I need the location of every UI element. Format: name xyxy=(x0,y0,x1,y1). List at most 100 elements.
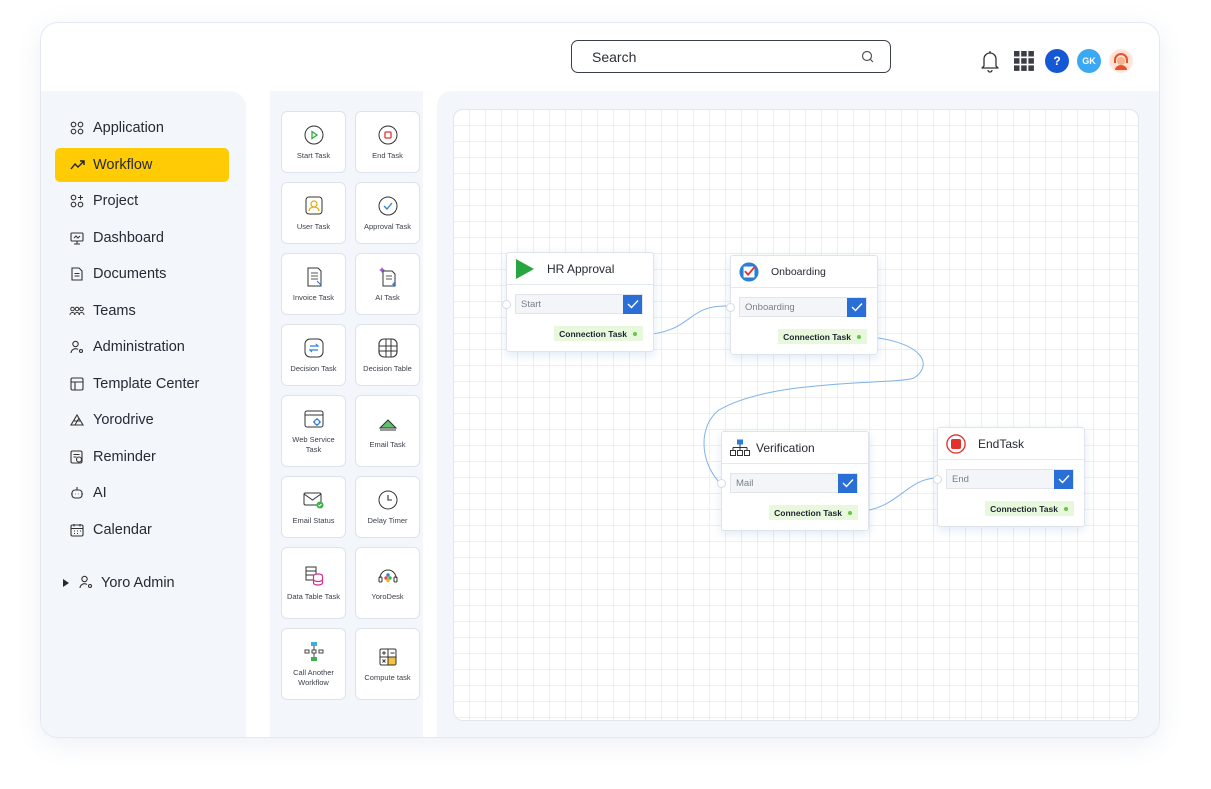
sidebar-item-label: Project xyxy=(93,193,139,209)
palette-tile-email-status[interactable]: Email Status xyxy=(281,476,346,538)
sidebar-item-label: Teams xyxy=(93,302,136,319)
node-select[interactable]: Onboarding xyxy=(739,297,867,317)
sidebar-item-yorodrive[interactable]: Yorodrive xyxy=(55,403,229,437)
template-icon xyxy=(69,376,85,392)
check-icon[interactable] xyxy=(847,297,866,317)
ai-icon xyxy=(69,485,85,501)
connection-task-port[interactable]: Connection Task xyxy=(769,505,858,520)
palette-tile-web-service-task[interactable]: Web Service Task xyxy=(281,395,346,467)
tile-label: User Task xyxy=(296,221,331,231)
apps-grid-icon[interactable] xyxy=(1011,48,1037,74)
output-port-dot[interactable] xyxy=(848,510,852,515)
workflow-node-endtask[interactable]: EndTask End Connection Task xyxy=(933,427,1085,527)
palette-tile-yorodesk[interactable]: YoroDesk xyxy=(355,547,420,619)
sidebar-nav: Application Workflow Project Dashboard D… xyxy=(55,111,229,549)
node-select[interactable]: Mail xyxy=(730,473,858,493)
sidebar-item-reminder[interactable]: Reminder xyxy=(55,440,229,474)
help-icon[interactable]: ? xyxy=(1045,49,1069,73)
sidebar-item-label: Reminder xyxy=(93,448,156,465)
node-select-value: End xyxy=(952,473,969,485)
palette-tile-compute-task[interactable]: Compute task xyxy=(355,628,420,700)
user-initials-avatar[interactable]: GK xyxy=(1077,49,1101,73)
output-port-dot[interactable] xyxy=(857,334,861,339)
tile-label: Data Table Task xyxy=(286,591,341,601)
workflow-node-verification[interactable]: Verification Mail Connection Task xyxy=(717,431,869,531)
top-bar: Search ? GK xyxy=(41,23,1159,91)
stop-icon xyxy=(946,433,966,454)
connection-label: Connection Task xyxy=(559,328,627,339)
search-box[interactable]: Search xyxy=(571,40,891,73)
connection-label: Connection Task xyxy=(783,331,851,342)
palette-tile-call-another-workflow[interactable]: Call Another Workflow xyxy=(281,628,346,700)
node-select[interactable]: Start xyxy=(515,294,643,314)
input-port[interactable] xyxy=(726,303,735,312)
sidebar-item-label: Yoro Admin xyxy=(101,575,175,591)
check-icon[interactable] xyxy=(1054,469,1073,489)
sidebar-item-label: Application xyxy=(93,120,164,136)
palette-tile-end-task[interactable]: End Task xyxy=(355,111,420,173)
input-port[interactable] xyxy=(717,479,726,488)
top-right-icons: ? GK xyxy=(977,48,1133,74)
sidebar-item-dashboard[interactable]: Dashboard xyxy=(55,221,229,255)
check-icon[interactable] xyxy=(623,294,642,314)
expand-arrow-icon[interactable] xyxy=(63,579,69,587)
dashboard-icon xyxy=(69,230,85,246)
palette-tile-email-task[interactable]: Email Task xyxy=(355,395,420,467)
apps-icon xyxy=(69,120,85,136)
node-select-value: Mail xyxy=(736,477,754,489)
user-avatar[interactable] xyxy=(1109,49,1133,73)
approval-task-icon xyxy=(377,195,399,217)
palette-tile-decision-table[interactable]: Decision Table xyxy=(355,324,420,386)
sidebar-item-ai[interactable]: AI xyxy=(55,476,229,510)
connection-task-port[interactable]: Connection Task xyxy=(985,501,1074,516)
yorodesk-icon xyxy=(377,565,399,587)
palette-tile-approval-task[interactable]: Approval Task xyxy=(355,182,420,244)
check-icon[interactable] xyxy=(838,473,857,493)
workflow-node-onboarding[interactable]: Onboarding Onboarding Connection Task xyxy=(726,255,878,355)
input-port[interactable] xyxy=(933,475,942,484)
node-select-value: Onboarding xyxy=(745,301,795,313)
node-select[interactable]: End xyxy=(946,469,1074,489)
palette-tile-decision-task[interactable]: Decision Task xyxy=(281,324,346,386)
sidebar-item-template-center[interactable]: Template Center xyxy=(55,367,229,401)
sidebar-item-workflow[interactable]: Workflow xyxy=(55,147,229,182)
workflow-canvas[interactable]: HR Approval Start Connection Task Onboar… xyxy=(453,109,1139,721)
palette-tile-data-table-task[interactable]: Data Table Task xyxy=(281,547,346,619)
bell-icon[interactable] xyxy=(977,48,1003,74)
calendar-icon xyxy=(69,522,85,538)
play-icon xyxy=(515,258,535,279)
search-input[interactable]: Search xyxy=(592,48,637,65)
palette-tile-start-task[interactable]: Start Task xyxy=(281,111,346,173)
sidebar-item-application[interactable]: Application xyxy=(55,111,229,145)
admin-user-icon xyxy=(79,575,95,591)
wire-onboarding-to-verification xyxy=(703,335,924,483)
palette-tile-delay-timer[interactable]: Delay Timer xyxy=(355,476,420,538)
workflow-node-hr-approval[interactable]: HR Approval Start Connection Task xyxy=(502,252,654,352)
search-icon[interactable] xyxy=(860,49,876,65)
tile-label: Invoice Task xyxy=(292,292,335,302)
output-port-dot[interactable] xyxy=(1064,506,1068,511)
sidebar-item-documents[interactable]: Documents xyxy=(55,257,229,291)
sidebar-item-administration[interactable]: Administration xyxy=(55,330,229,364)
workflow-canvas-panel: HR Approval Start Connection Task Onboar… xyxy=(437,91,1159,737)
tile-label: Email Task xyxy=(369,439,406,449)
tile-label: Call Another Workflow xyxy=(293,667,334,687)
workflow-icon xyxy=(69,157,85,173)
connection-label: Connection Task xyxy=(774,507,842,518)
connection-label: Connection Task xyxy=(990,503,1058,514)
sidebar-item-project[interactable]: Project xyxy=(55,184,229,218)
sidebar-item-yoro-admin[interactable]: Yoro Admin xyxy=(63,575,175,591)
palette-tile-ai-task[interactable]: AI Task xyxy=(355,253,420,315)
palette-tile-user-task[interactable]: User Task xyxy=(281,182,346,244)
connection-task-port[interactable]: Connection Task xyxy=(554,326,643,341)
connection-task-port[interactable]: Connection Task xyxy=(778,329,867,344)
node-title: HR Approval xyxy=(547,261,615,276)
sidebar-item-label: Administration xyxy=(93,339,185,355)
task-palette: Start Task End Task User Task Approval T… xyxy=(270,91,423,737)
output-port-dot[interactable] xyxy=(633,331,637,336)
sidebar-item-teams[interactable]: Teams xyxy=(55,294,229,328)
palette-tile-invoice-task[interactable]: Invoice Task xyxy=(281,253,346,315)
input-port[interactable] xyxy=(502,300,511,309)
compute-task-icon xyxy=(377,646,399,668)
sidebar-item-calendar[interactable]: Calendar xyxy=(55,513,229,547)
